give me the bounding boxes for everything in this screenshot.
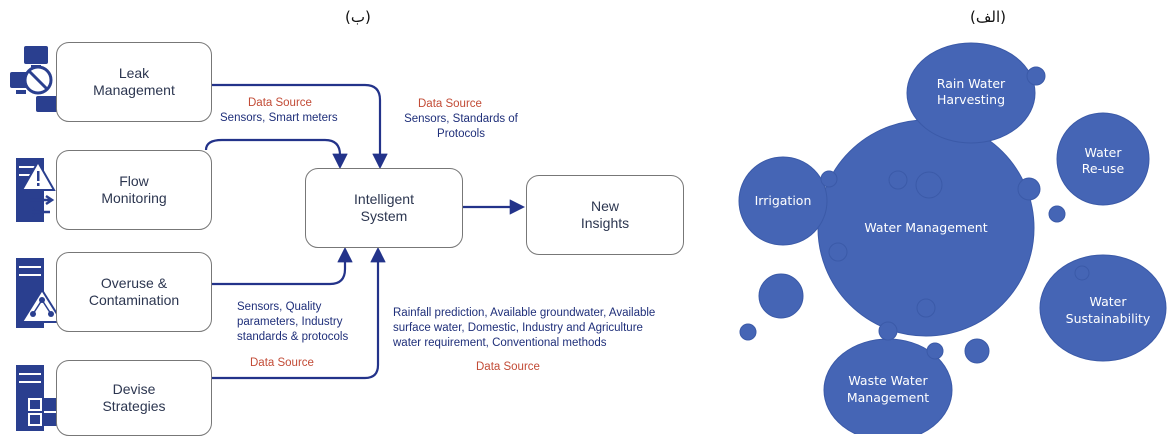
- arrow-flow-to-system: [204, 138, 348, 170]
- server-alert-icon: [16, 158, 56, 222]
- small-bubble: [1074, 265, 1090, 281]
- overuse-contamination-label: Overuse & Contamination: [88, 275, 180, 308]
- arrow-devise-to-system: [212, 246, 386, 380]
- flow-monitoring-box: Flow Monitoring: [56, 150, 212, 230]
- small-bubble: [888, 170, 908, 190]
- leak-management-box: Leak Management: [56, 42, 212, 122]
- top-data-source-body: Sensors, Standards of Protocols: [404, 113, 518, 140]
- waste-bubble-label-line1: Waste Water: [848, 373, 928, 388]
- rain-bubble-label-line2: Harvesting: [937, 92, 1005, 107]
- small-bubble: [820, 170, 838, 188]
- small-bubble: [1048, 205, 1066, 223]
- arrow-leak-to-system: [212, 83, 388, 170]
- small-bubble: [739, 323, 757, 341]
- panel-label-b: (ب): [345, 8, 371, 26]
- rainfall-data-source-title: Data Source: [476, 361, 540, 373]
- reuse-bubble-label-line1: Water: [1085, 145, 1123, 160]
- server-windows-icon: [16, 365, 58, 431]
- small-bubble: [1026, 66, 1046, 86]
- devise-strategies-label: Devise Strategies: [102, 381, 166, 414]
- sustainability-bubble-label-line1: Water: [1090, 294, 1128, 309]
- new-insights-box: New Insights: [526, 175, 684, 255]
- rain-bubble-label-line1: Rain Water: [937, 76, 1006, 91]
- irrigation-bubble: [738, 156, 828, 246]
- leak-management-label: Leak Management: [93, 65, 175, 98]
- center-bubble-label: Water Management: [864, 220, 987, 235]
- small-bubble: [964, 338, 990, 364]
- small-bubble: [926, 342, 944, 360]
- top-data-source-title: Data Source: [418, 98, 482, 110]
- rainfall-data-source-body: Rainfall prediction, Available groundwat…: [393, 307, 656, 349]
- small-bubble: [916, 298, 936, 318]
- overuse-contamination-box: Overuse & Contamination: [56, 252, 212, 332]
- devise-strategies-box: Devise Strategies: [56, 360, 212, 436]
- sustainability-bubble-label-line2: Sustainability: [1066, 311, 1151, 326]
- small-bubble: [828, 242, 848, 262]
- sustainability-bubble: [1039, 254, 1167, 362]
- waste-bubble-label-line2: Management: [847, 390, 929, 405]
- small-bubble: [915, 171, 943, 199]
- new-insights-label: New Insights: [580, 198, 630, 231]
- leak-data-source-title: Data Source: [248, 97, 312, 109]
- small-bubble: [758, 273, 804, 319]
- overuse-data-source-body: Sensors, Quality parameters, Industry st…: [237, 301, 349, 343]
- reuse-bubble-label-line2: Re-use: [1082, 161, 1125, 176]
- leak-data-source-body: Sensors, Smart meters: [220, 112, 338, 124]
- intelligent-system-box: Intelligent System: [305, 168, 463, 248]
- arrow-overuse-to-system: [212, 246, 353, 286]
- small-bubble: [1017, 177, 1041, 201]
- small-bubble: [878, 321, 898, 341]
- overuse-data-source-title: Data Source: [250, 357, 314, 369]
- server-tree-icon: [16, 258, 64, 328]
- intelligent-system-label: Intelligent System: [354, 191, 414, 224]
- reuse-bubble: [1056, 112, 1150, 206]
- irrigation-bubble-label: Irrigation: [755, 193, 812, 208]
- panel-label-alef: (الف): [970, 8, 1006, 26]
- rain-bubble: [906, 42, 1036, 144]
- flow-monitoring-label: Flow Monitoring: [101, 173, 167, 206]
